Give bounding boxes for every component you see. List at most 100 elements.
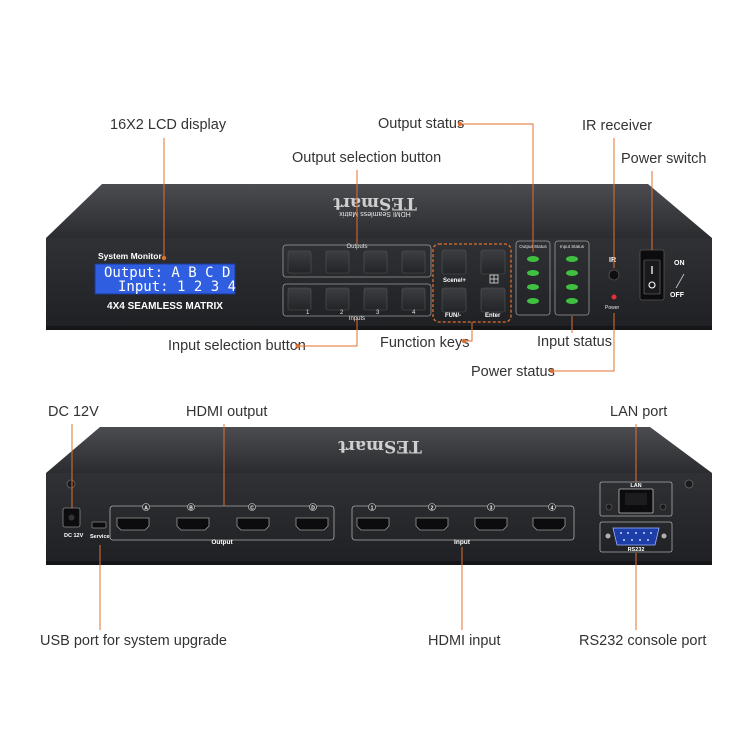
output-button-b[interactable] xyxy=(325,250,350,274)
power-switch-off-mark xyxy=(648,281,656,289)
hdmi-input-port-4[interactable] xyxy=(532,517,566,531)
rs232-pins xyxy=(620,532,652,541)
rear-screw-left xyxy=(66,479,76,489)
leader-dot-lcd xyxy=(161,255,167,261)
hdmi-input-ports xyxy=(356,517,566,531)
callout-dc-12v: DC 12V xyxy=(48,404,99,420)
ir-receiver-window xyxy=(608,269,620,281)
input-status-frame xyxy=(554,240,590,316)
view-button[interactable] xyxy=(480,249,506,275)
power-switch[interactable] xyxy=(643,259,661,295)
input-button-4[interactable] xyxy=(401,287,426,311)
input-number-4-badge xyxy=(548,503,556,511)
input-number-1: 1 xyxy=(306,310,310,316)
input-number-2-badge xyxy=(428,503,436,511)
output-letter-c-badge xyxy=(248,503,256,511)
leader-power-status xyxy=(552,313,615,372)
output-led-d xyxy=(527,298,539,304)
leader-dot-input-selection xyxy=(295,343,301,349)
fun-minus-button[interactable] xyxy=(441,287,467,313)
front-callouts: 16X2 LCD display Output status IR receiv… xyxy=(110,116,706,380)
lan-screw-right xyxy=(659,503,667,511)
callout-lcd-display: 16X2 LCD display xyxy=(110,117,227,133)
lcd-line-2: Input: 1 2 3 4 xyxy=(118,279,236,295)
input-led-1 xyxy=(566,256,578,262)
input-button-2[interactable] xyxy=(325,287,350,311)
off-label: OFF xyxy=(670,292,685,299)
leader-dot-function-keys xyxy=(461,338,467,344)
callout-input-selection: Input selection button xyxy=(168,338,306,354)
output-letter-d-badge xyxy=(309,503,317,511)
input-button-1[interactable] xyxy=(287,287,312,311)
service-label: Service xyxy=(90,534,110,540)
dc-label: DC 12V xyxy=(64,533,84,539)
dc-jack-pin xyxy=(68,514,75,521)
hdmi-output-port-b[interactable] xyxy=(176,517,210,531)
input-status-label: Input Status xyxy=(560,244,585,249)
lan-label: LAN xyxy=(630,483,641,489)
input-number-3: 3 xyxy=(376,310,380,316)
front-chassis-bottom-edge xyxy=(46,326,712,330)
output-button-a[interactable] xyxy=(287,250,312,274)
lcd-screen xyxy=(94,263,236,295)
service-usb-port[interactable] xyxy=(91,521,107,529)
hdmi-input-port-2[interactable] xyxy=(415,517,449,531)
rear-callouts: DC 12V HDMI output LAN port USB port for… xyxy=(40,404,706,649)
function-keys-highlight xyxy=(432,243,512,323)
outputs-label: Outputs xyxy=(346,244,367,250)
input-led-2 xyxy=(566,270,578,276)
input-number-1-badge xyxy=(368,503,376,511)
switch-slash xyxy=(675,273,685,289)
lan-screw-left xyxy=(605,503,613,511)
hdmi-output-port-d[interactable] xyxy=(295,517,329,531)
rear-unit: TESmart DC 12V Service Output A B C D In… xyxy=(46,427,712,565)
callout-ir-receiver: IR receiver xyxy=(582,118,652,134)
rs232-label: RS232 xyxy=(628,547,645,553)
callout-lan-port: LAN port xyxy=(610,404,667,420)
output-button-c[interactable] xyxy=(363,250,388,274)
rs232-port[interactable] xyxy=(612,527,660,546)
input-led-3 xyxy=(566,284,578,290)
input-button-3[interactable] xyxy=(363,287,388,311)
output-letter-a: A xyxy=(144,506,148,512)
input-group-label: Input xyxy=(454,539,471,546)
leader-input-selection xyxy=(298,318,358,347)
output-letter-a-badge xyxy=(142,503,150,511)
output-letter-b-badge xyxy=(187,503,195,511)
output-led-c xyxy=(527,284,539,290)
hdmi-output-port-c[interactable] xyxy=(236,517,270,531)
input-number-4: 4 xyxy=(412,310,416,316)
rear-screw-right xyxy=(684,479,694,489)
output-status-leds xyxy=(527,256,539,304)
scene-plus-button[interactable] xyxy=(441,249,467,275)
output-letter-d: D xyxy=(311,506,315,512)
enter-label: Enter xyxy=(485,313,501,319)
callout-rs232-port: RS232 console port xyxy=(579,633,706,649)
rear-chassis-top xyxy=(46,427,712,473)
hdmi-output-ports xyxy=(116,517,329,531)
grid-icon xyxy=(489,274,499,284)
hdmi-output-port-a[interactable] xyxy=(116,517,150,531)
callout-hdmi-input: HDMI input xyxy=(428,633,501,649)
output-button-d[interactable] xyxy=(401,250,426,274)
model-label: 4X4 SEAMLESS MATRIX xyxy=(107,301,223,312)
power-led xyxy=(611,294,617,300)
input-number-3-badge xyxy=(487,503,495,511)
on-label: ON xyxy=(674,260,685,267)
hdmi-input-port-3[interactable] xyxy=(474,517,508,531)
input-number-2: 2 xyxy=(340,310,344,316)
enter-button[interactable] xyxy=(480,287,506,313)
front-chassis-top xyxy=(46,184,712,238)
callout-power-switch: Power switch xyxy=(621,151,706,167)
leader-dot-output-status xyxy=(457,121,463,127)
ir-label: IR xyxy=(609,257,616,264)
rear-chassis-bottom-edge xyxy=(46,561,712,565)
callout-output-status: Output status xyxy=(378,116,464,132)
outputs-button-frame xyxy=(282,244,432,278)
front-brand-subtitle: HDMI Seamless Matrix xyxy=(339,210,411,217)
front-unit: TESmart HDMI Seamless Matrix System Moni… xyxy=(46,184,712,330)
rs232-screw-right xyxy=(661,533,667,539)
scene-label: Scene/+ xyxy=(443,278,466,284)
hdmi-input-port-1[interactable] xyxy=(356,517,390,531)
